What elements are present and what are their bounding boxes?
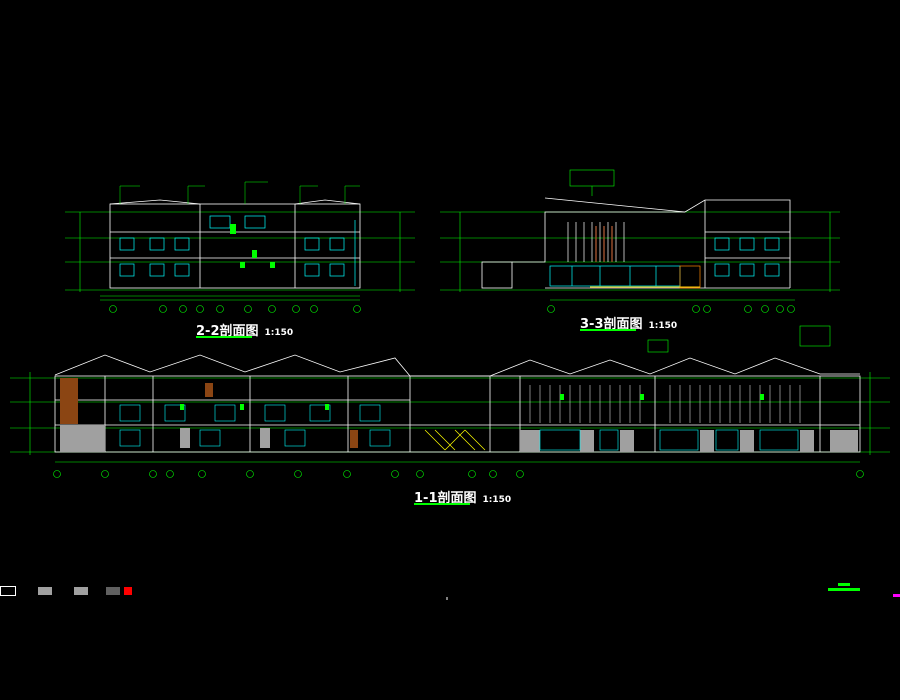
section-2-2-drawing bbox=[65, 181, 415, 313]
legend-swatch-blank bbox=[0, 586, 16, 596]
scale-mark bbox=[828, 588, 860, 591]
section-2-2-title: 2-2剖面图 1:150 bbox=[196, 320, 293, 339]
section-3-3-underline bbox=[580, 329, 636, 331]
section-3-3-scale: 1:150 bbox=[648, 321, 678, 331]
scale-mark-top bbox=[838, 583, 850, 586]
legend-swatch-grey-2 bbox=[74, 587, 88, 595]
legend-swatch-dark bbox=[106, 587, 120, 595]
section-3-3-name: 3-3剖面图 bbox=[580, 317, 643, 332]
section-1-1-name: 1-1剖面图 bbox=[414, 491, 477, 506]
section-1-1-scale: 1:150 bbox=[482, 495, 512, 505]
legend-swatch-grey bbox=[38, 587, 52, 595]
section-1-1-underline bbox=[414, 503, 470, 505]
section-3-3-drawing bbox=[440, 169, 840, 313]
section-1-1-title: 1-1剖面图 1:150 bbox=[414, 487, 511, 506]
section-2-2-underline bbox=[196, 336, 252, 338]
section-2-2-name: 2-2剖面图 bbox=[196, 324, 259, 339]
material-legend bbox=[0, 586, 132, 596]
section-1-1-drawing bbox=[10, 325, 890, 478]
legend-swatch-red bbox=[124, 587, 132, 595]
corner-mark bbox=[893, 594, 900, 597]
section-2-2-scale: 1:150 bbox=[264, 328, 294, 338]
section-3-3-title: 3-3剖面图 1:150 bbox=[580, 313, 677, 332]
